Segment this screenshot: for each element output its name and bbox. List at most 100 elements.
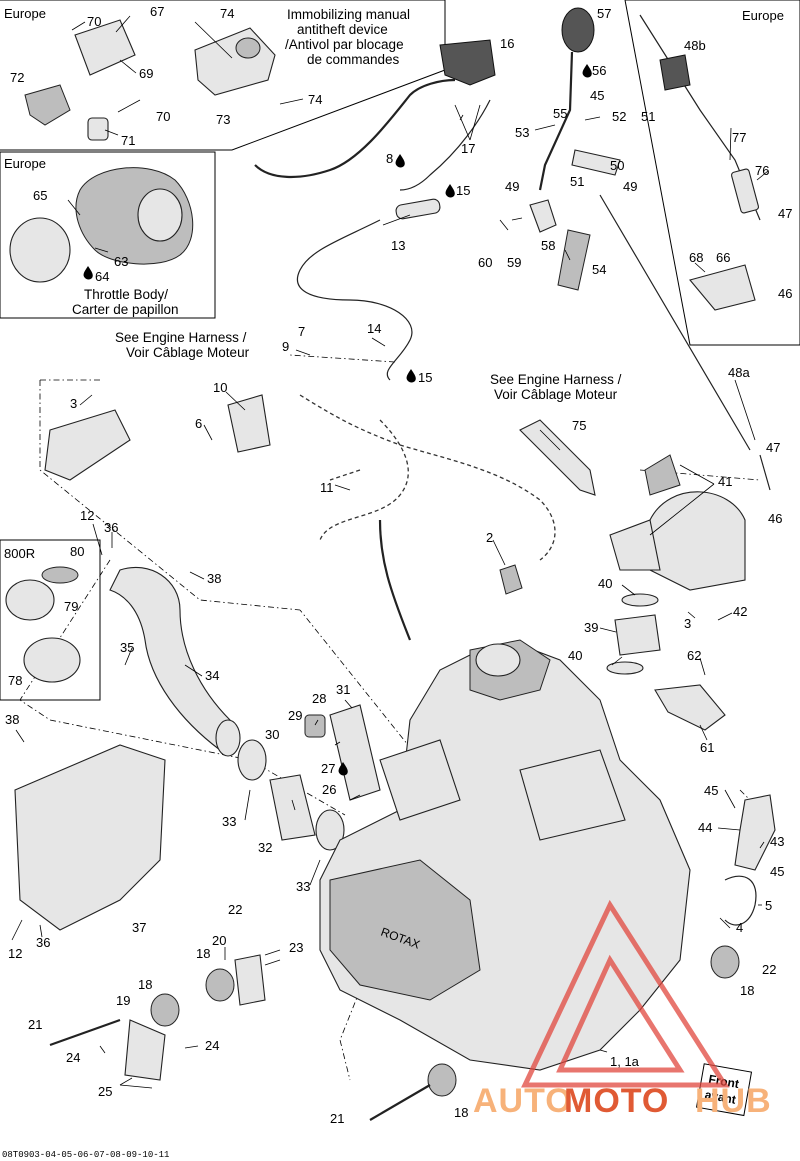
- callout-18: 18: [740, 983, 754, 998]
- part-72-lock: [24, 84, 71, 126]
- engine-left-fins: [379, 739, 461, 821]
- part-41-flap: [609, 519, 661, 571]
- callout-58: 58: [541, 238, 555, 253]
- callout-46: 46: [778, 286, 792, 301]
- callout-39: 39: [584, 620, 598, 635]
- part-76-tube: [730, 168, 760, 214]
- callout-28: 28: [312, 691, 326, 706]
- drop-icon: [406, 369, 416, 383]
- part-21-bolt-bottom: [369, 1084, 431, 1121]
- callout-16: 16: [500, 36, 514, 51]
- callout-24-b: 24: [66, 1050, 80, 1065]
- part-18-mount-left2: [150, 993, 180, 1027]
- callout-36-b: 36: [36, 935, 50, 950]
- callout-47: 47: [778, 206, 792, 221]
- drawing-code: 08T0903-04-05-06-07-08-09-10-11: [2, 1150, 169, 1160]
- callout-11: 11: [320, 480, 334, 495]
- callout-24: 24: [205, 1038, 219, 1053]
- callout-62: 62: [687, 648, 701, 663]
- callout-79: 79: [64, 599, 78, 614]
- watermark-hub: HUB: [695, 1082, 772, 1120]
- callout-52: 52: [612, 109, 626, 124]
- callout-51-b: 51: [570, 174, 584, 189]
- callout-12: 12: [80, 508, 94, 523]
- part-75-boot: [519, 419, 596, 496]
- callout-59: 59: [507, 255, 521, 270]
- callout-74: 74: [220, 6, 234, 21]
- immobilizing-note-4: de commandes: [307, 52, 400, 67]
- callout-78: 78: [8, 673, 22, 688]
- throttle-body-label-2: Carter de papillon: [72, 302, 179, 317]
- callout-36: 36: [104, 520, 118, 535]
- part-37-shroud: [14, 744, 166, 931]
- drop-icon: [582, 64, 592, 78]
- part-21-bolt-left: [49, 1018, 121, 1047]
- drop-icon: [83, 266, 93, 280]
- avant-label: avant: [704, 1088, 737, 1107]
- callout-51: 51: [641, 109, 655, 124]
- callout-45-c: 45: [770, 864, 784, 879]
- callout-4: 4: [736, 920, 743, 935]
- watermark: AUTO MOTO HUB: [473, 899, 772, 1120]
- part-40-clamp-lower: [606, 661, 644, 675]
- callout-49: 49: [505, 179, 519, 194]
- callout-71: 71: [121, 133, 135, 148]
- callout-15: 15: [456, 183, 470, 198]
- callout-72: 72: [10, 70, 24, 85]
- part-55-shift-lever: [538, 51, 574, 191]
- part-69-plate: [74, 19, 136, 76]
- callout-74-b: 74: [308, 92, 322, 107]
- wire-harness: [299, 394, 556, 561]
- part-28-plate: [329, 704, 381, 801]
- callout-19: 19: [116, 993, 130, 1008]
- callout-15-b: 15: [418, 370, 432, 385]
- immobilizing-note-3: /Antivol par blocage: [285, 37, 404, 52]
- inset-labels: Europe Europe Europe 800R Immobilizing m…: [2, 6, 784, 1160]
- europe-label-topleft: Europe: [4, 6, 46, 21]
- callout-40-b: 40: [568, 648, 582, 663]
- callout-70: 70: [87, 14, 101, 29]
- part-3-filter-housing: [44, 409, 131, 481]
- watermark-auto: AUTO: [473, 1082, 573, 1120]
- callout-75: 75: [572, 418, 586, 433]
- part-73-cover-hole: [235, 37, 261, 59]
- callout-34: 34: [205, 668, 219, 683]
- callout-5: 5: [765, 898, 772, 913]
- callout-69: 69: [139, 66, 153, 81]
- part-41-cover: [649, 491, 746, 591]
- part-5-line: [724, 875, 757, 926]
- engine-case-cover: [329, 859, 481, 1001]
- callout-10: 10: [213, 380, 227, 395]
- callout-57: 57: [597, 6, 611, 21]
- callout-48a: 48a: [728, 365, 750, 380]
- drop-icon: [338, 762, 348, 776]
- callout-73: 73: [216, 112, 230, 127]
- callout-13: 13: [391, 238, 405, 253]
- throttle-cables: [254, 14, 771, 641]
- callout-54: 54: [592, 262, 606, 277]
- immobilizing-note-1: Immobilizing manual: [287, 7, 410, 22]
- part-13-sleeve: [395, 198, 441, 220]
- callout-3-top: 3: [70, 396, 77, 411]
- part-58-elbow: [529, 199, 557, 233]
- part-18-mount-right: [710, 945, 740, 979]
- callout-32: 32: [258, 840, 272, 855]
- callout-14: 14: [367, 321, 381, 336]
- part-40-clamp-upper: [621, 593, 659, 607]
- callout-67: 67: [150, 4, 164, 19]
- part-33-clamp-upper: [237, 739, 267, 781]
- part-32-boot: [269, 774, 316, 841]
- callout-70-b: 70: [156, 109, 170, 124]
- engine-intake-port: [475, 643, 521, 677]
- lube-drop-icons: [83, 64, 592, 776]
- part-39-boot: [614, 614, 661, 656]
- part-2-spark-plug: [499, 564, 523, 595]
- callout-33: 33: [222, 814, 236, 829]
- callout-30: 30: [265, 727, 279, 742]
- callout-1-1a: 1, 1a: [610, 1054, 640, 1069]
- part-41-top: [644, 454, 681, 496]
- callout-31: 31: [336, 682, 350, 697]
- drop-icon: [395, 154, 405, 168]
- callout-3: 3: [684, 616, 691, 631]
- callout-12-b: 12: [8, 946, 22, 961]
